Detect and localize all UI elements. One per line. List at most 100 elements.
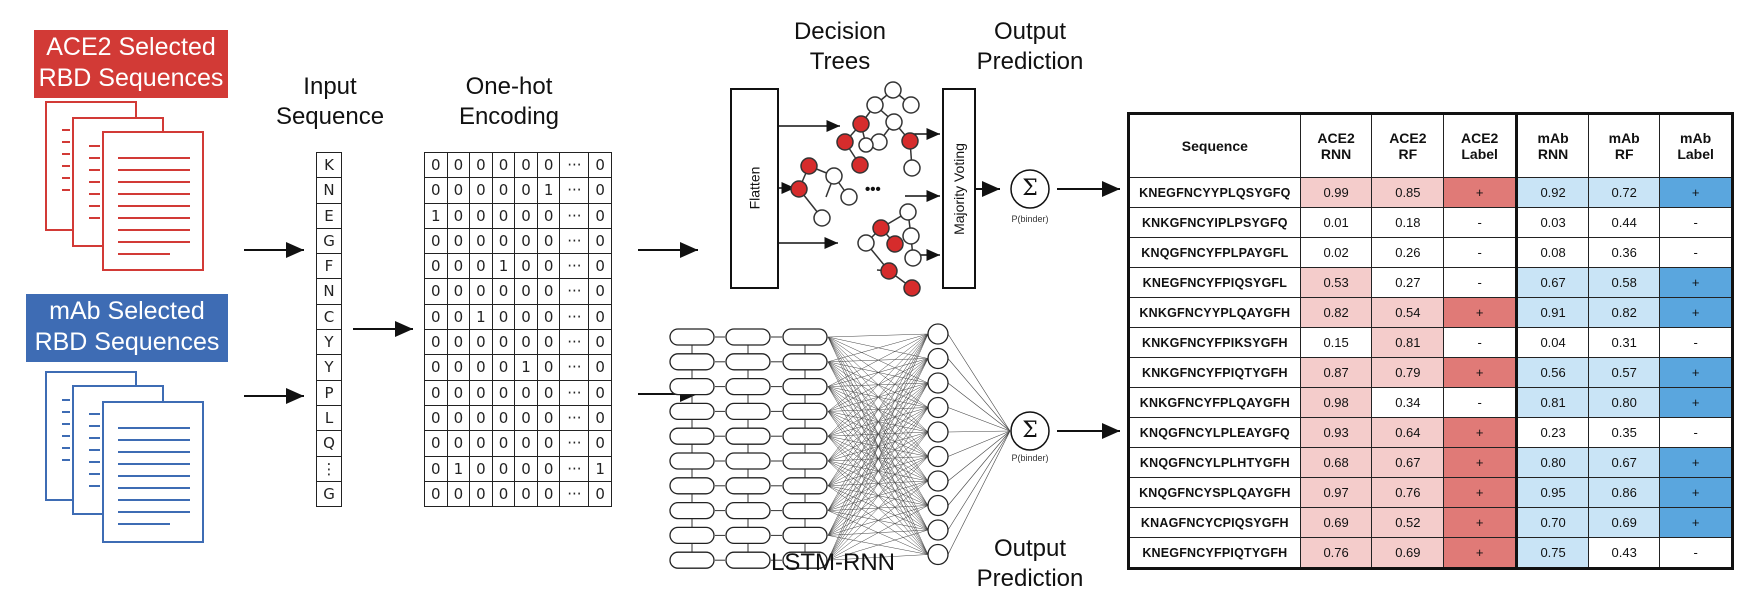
table-cell-ace2-label: +	[1443, 177, 1518, 208]
table-cell-mab-rf: 0.44	[1588, 207, 1661, 238]
one-hot-cell: 0	[536, 431, 560, 456]
one-hot-cell: ···	[559, 481, 588, 507]
rf-output-line1: Output	[993, 18, 1067, 45]
dense-neuron	[927, 519, 949, 541]
one-hot-cell: 0	[469, 330, 492, 355]
lstm-cell	[782, 501, 828, 520]
one-hot-cell: 0	[514, 279, 537, 304]
majority-voting-label: Majority Voting	[951, 143, 967, 235]
header-text: Label	[1677, 146, 1714, 162]
one-hot-cell: 1	[446, 456, 470, 481]
lstm-cell	[725, 328, 771, 346]
flatten-label: Flatten	[746, 166, 763, 210]
table-cell-ace2-rf: 0.54	[1371, 297, 1445, 328]
lstm-cell	[782, 402, 828, 421]
lstm-cell	[782, 526, 828, 545]
one-hot-cell: 0	[536, 456, 560, 481]
one-hot-cell: 0	[588, 254, 611, 279]
dense-neuron	[927, 421, 949, 443]
table-cell-seq: KNQGFNCYLPLEAYGFQ	[1128, 417, 1301, 448]
table-cell-ace2-rnn: 0.53	[1299, 267, 1373, 298]
dense-neuron	[927, 396, 949, 419]
ellipsis-dots: •••	[865, 181, 881, 198]
table-cell-mab-rnn: 0.23	[1515, 417, 1590, 448]
rf-output-line2: Prediction	[976, 48, 1084, 75]
one-hot-cell: 0	[588, 279, 611, 304]
one-hot-cell: 0	[491, 355, 515, 380]
one-hot-cell: 0	[514, 431, 537, 456]
one-hot-cell: ···	[559, 380, 588, 405]
table-cell-mab-rnn: 0.70	[1515, 507, 1590, 538]
table-cell-ace2-label: +	[1443, 507, 1518, 538]
one-hot-cell: 0	[431, 358, 441, 377]
one-hot-cell: ···	[559, 405, 588, 431]
one-hot-cell: 0	[431, 434, 441, 453]
output-link	[947, 430, 1011, 531]
one-hot-cell: 0	[588, 304, 611, 330]
input-sequence-title: Input Sequence	[270, 72, 390, 132]
table-cell-ace2-rnn: 0.87	[1299, 357, 1373, 388]
lstm-cell	[725, 353, 771, 371]
one-hot-cell: 0	[491, 431, 515, 456]
output-link	[947, 407, 1011, 432]
one-hot-cell: 0	[469, 481, 492, 507]
table-cell-mab-rnn: 0.04	[1515, 327, 1590, 358]
one-hot-cell: 0	[491, 456, 515, 481]
dense-link	[827, 407, 929, 561]
onehot-title-line1: One-hot	[465, 73, 553, 100]
sequence-residue: C	[317, 303, 341, 329]
table-cell-ace2-rf: 0.76	[1371, 477, 1445, 508]
one-hot-cell: 0	[536, 254, 560, 279]
lstm-cell	[669, 477, 715, 495]
one-hot-cell: 0	[536, 481, 560, 507]
one-hot-cell: 0	[491, 481, 515, 507]
one-hot-cell: 0	[514, 254, 537, 279]
dense-link	[827, 333, 929, 412]
one-hot-cell: 0	[588, 355, 611, 380]
one-hot-cell: 0	[491, 178, 515, 203]
sequence-residue: L	[317, 404, 341, 430]
lstm-cell	[669, 328, 715, 346]
dense-neuron	[927, 494, 949, 517]
table-cell-mab-rf: 0.86	[1588, 477, 1661, 508]
dense-link	[827, 333, 929, 486]
table-cell-ace2-label: +	[1443, 537, 1518, 569]
table-cell-ace2-rnn: 0.15	[1299, 327, 1373, 358]
dense-neuron	[927, 347, 949, 370]
header-text: ACE2	[1389, 130, 1427, 146]
sigma-icon: Σ	[1022, 418, 1038, 443]
one-hot-cell: 0	[536, 153, 560, 178]
one-hot-cell: 0	[536, 203, 560, 228]
one-hot-cell: 0	[431, 383, 441, 402]
table-cell-ace2-rf: 0.67	[1371, 447, 1445, 478]
table-cell-ace2-rf: 0.64	[1371, 417, 1445, 448]
header-text: Sequence	[1181, 138, 1248, 154]
table-cell-mab-label: -	[1659, 237, 1733, 268]
table-cell-ace2-rnn: 0.02	[1299, 237, 1373, 268]
lstm-cell	[725, 452, 771, 470]
lstm-cell	[725, 501, 771, 520]
one-hot-cell: 0	[446, 279, 470, 304]
table-cell-ace2-rf: 0.81	[1371, 327, 1445, 358]
header-text: mAb	[1680, 130, 1712, 146]
table-cell-mab-rf: 0.36	[1588, 237, 1661, 268]
dense-link	[827, 456, 929, 561]
dense-link	[827, 333, 929, 363]
rf-pbinder-label: P(binder)	[1011, 214, 1049, 224]
one-hot-cell: 0	[536, 405, 560, 431]
lstm-cell	[782, 551, 828, 569]
one-hot-cell: 0	[431, 257, 441, 276]
one-hot-cell: 0	[431, 484, 441, 503]
table-cell-ace2-rnn: 0.98	[1299, 387, 1373, 418]
one-hot-cell: 0	[431, 231, 441, 250]
output-link	[947, 358, 1011, 432]
one-hot-cell: 0	[536, 304, 560, 330]
one-hot-cell: 0	[491, 330, 515, 355]
one-hot-cell: 0	[491, 405, 515, 431]
